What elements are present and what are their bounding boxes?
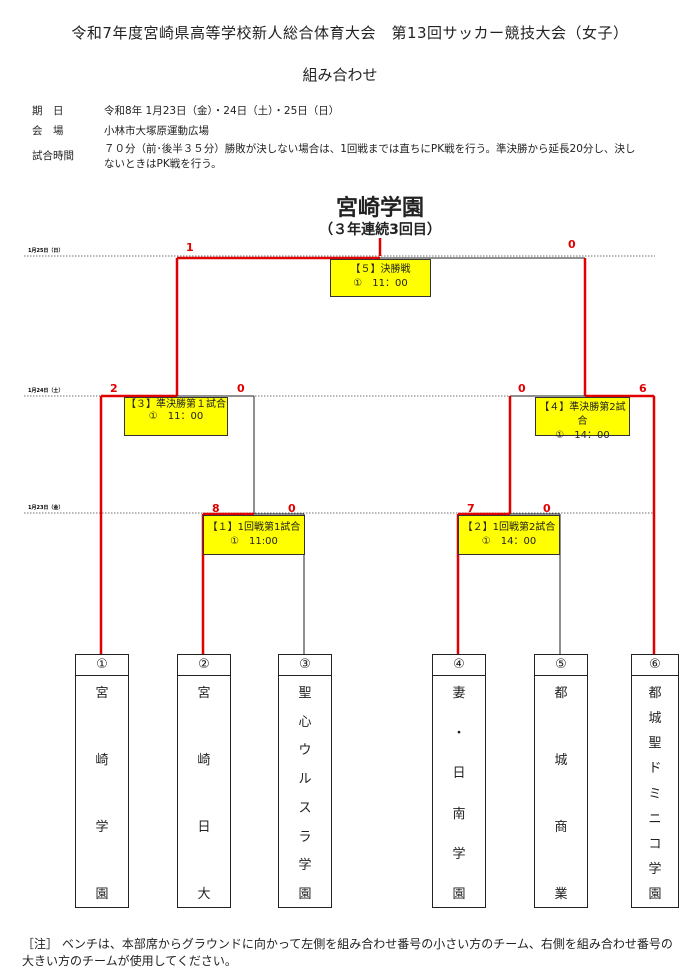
team-name-char: 都 xyxy=(648,686,662,701)
final-score-right: 0 xyxy=(568,238,576,251)
r1-score-right: 0 xyxy=(288,502,296,515)
team-number: ③ xyxy=(279,655,331,676)
r2-match-box: 【２】1回戦第2試合 ① 14：00 xyxy=(458,515,560,555)
team-name-char: 園 xyxy=(452,886,466,902)
final-match-title: 【５】決勝戦 xyxy=(350,264,411,275)
team-name-char: ス xyxy=(298,800,312,816)
info-date-value: 令和8年 1月23日（金）・24日（土）・25日（日） xyxy=(104,105,340,117)
final-match-time: ① 11：00 xyxy=(353,278,408,289)
team-name-char: ラ xyxy=(298,829,312,845)
r1-match-time: ① 11:00 xyxy=(230,536,278,547)
semi1-match-title: 【３】準決勝第１試合 xyxy=(126,399,226,410)
team-name-char: 業 xyxy=(554,887,568,902)
page-subtitle: 組み合わせ xyxy=(302,66,378,84)
team-name-char: 学 xyxy=(298,858,312,874)
final-score-left: 1 xyxy=(186,241,194,254)
semi2-score-left: 0 xyxy=(518,382,526,395)
footer-note: ［注］ ベンチは、本部席からグラウンドに向かって左側を組み合わせ番号の小さい方の… xyxy=(22,937,673,968)
team-name: 都城聖ドミニコ学園 xyxy=(632,676,678,906)
info-time-label: 試合時間 xyxy=(32,150,74,162)
team-name-char: 城 xyxy=(554,753,568,768)
team-name-char: 宮 xyxy=(197,686,211,701)
team-name-char: ウ xyxy=(298,743,312,759)
r2-score-left: 7 xyxy=(467,502,475,515)
team-name-char: 学 xyxy=(95,820,109,835)
team-name-char: 学 xyxy=(452,846,466,862)
team-name-char: 宮 xyxy=(95,686,109,701)
team-name-char: 園 xyxy=(298,886,312,902)
team-box-5: ⑤ 都城商業 xyxy=(534,654,588,908)
semi2-score-right: 6 xyxy=(639,382,647,395)
semi1-score-left: 2 xyxy=(110,382,118,395)
team-name: 妻・日南学園 xyxy=(433,676,485,906)
team-name-char: 商 xyxy=(554,820,568,835)
team-name-char: コ xyxy=(648,836,662,852)
team-name-char: 崎 xyxy=(197,753,211,768)
final-match-box: 【５】決勝戦 ① 11：00 xyxy=(330,259,431,297)
team-number: ⑥ xyxy=(632,655,678,676)
info-date-label: 期 日 xyxy=(32,105,64,117)
team-name-char: 心 xyxy=(298,714,312,730)
r2-match-time: ① 14：00 xyxy=(481,536,537,547)
semi1-match-time: ① 11：00 xyxy=(148,410,204,422)
semi1-score-right: 0 xyxy=(237,382,245,395)
semi2-match-title: 【４】準決勝第2試合 xyxy=(539,402,626,427)
team-name-char: 南 xyxy=(452,806,466,822)
date-label-semi: 1月24日（土） xyxy=(28,388,64,394)
date-label-first: 1月23日（金） xyxy=(28,505,64,511)
team-name-char: ル xyxy=(298,772,312,788)
team-box-4: ④ 妻・日南学園 xyxy=(432,654,486,908)
r1-match-title: 【１】1回戦第1試合 xyxy=(207,522,301,533)
champion-name: 宮崎学園 xyxy=(335,196,424,221)
team-name-char: 崎 xyxy=(95,753,109,768)
team-number: ⑤ xyxy=(535,655,587,676)
team-box-3: ③ 聖心ウルスラ学園 xyxy=(278,654,332,908)
team-name-char: 都 xyxy=(554,686,568,701)
page-title: 令和7年度宮崎県高等学校新人総合体育大会 第13回サッカー競技大会（女子） xyxy=(71,24,629,42)
semi2-match-box: 【４】準決勝第2試合 ① 14：00 xyxy=(535,397,630,441)
team-name: 都城商業 xyxy=(535,676,587,906)
team-name: 宮崎学園 xyxy=(76,676,128,906)
date-label-final: 1月25日（日） xyxy=(28,248,64,254)
team-number: ② xyxy=(178,655,230,676)
info-venue-value: 小林市大塚原運動広場 xyxy=(104,125,209,137)
team-name-char: 日 xyxy=(197,820,211,835)
semi2-match-time: ① 14：00 xyxy=(555,430,610,441)
champion-note: （３年連続3回目） xyxy=(319,222,441,238)
team-name-char: 学 xyxy=(648,861,662,877)
team-name-char: 聖 xyxy=(648,736,662,752)
r2-score-right: 0 xyxy=(543,502,551,515)
team-number: ① xyxy=(76,655,128,676)
team-name-char: ニ xyxy=(648,811,662,827)
r1-match-box: 【１】1回戦第1試合 ① 11:00 xyxy=(203,515,305,555)
r1-score-left: 8 xyxy=(212,502,220,515)
team-name-char: ・ xyxy=(452,726,466,742)
team-name-char: 園 xyxy=(95,887,109,902)
team-name-char: 日 xyxy=(452,766,466,782)
info-time-value: ７０分（前･後半３５分）勝敗が決しない場合は、1回戦までは直ちにPK戦を行う。準… xyxy=(104,143,636,170)
team-name: 宮崎日大 xyxy=(178,676,230,906)
team-name-char: 園 xyxy=(648,887,662,902)
team-name-char: ミ xyxy=(648,786,662,802)
r2-match-title: 【２】1回戦第2試合 xyxy=(462,522,556,533)
team-box-1: ① 宮崎学園 xyxy=(75,654,129,908)
team-box-6: ⑥ 都城聖ドミニコ学園 xyxy=(631,654,679,908)
semi1-match-box: 【３】準決勝第１試合 ① 11：00 xyxy=(124,397,228,436)
team-number: ④ xyxy=(433,655,485,676)
team-name-char: 妻 xyxy=(452,686,466,701)
info-venue-label: 会 場 xyxy=(32,125,64,137)
team-name-char: 聖 xyxy=(298,686,312,701)
team-name: 聖心ウルスラ学園 xyxy=(279,676,331,906)
team-name-char: 城 xyxy=(648,711,662,727)
team-name-char: 大 xyxy=(197,887,211,902)
team-name-char: ド xyxy=(648,761,662,777)
team-box-2: ② 宮崎日大 xyxy=(177,654,231,908)
